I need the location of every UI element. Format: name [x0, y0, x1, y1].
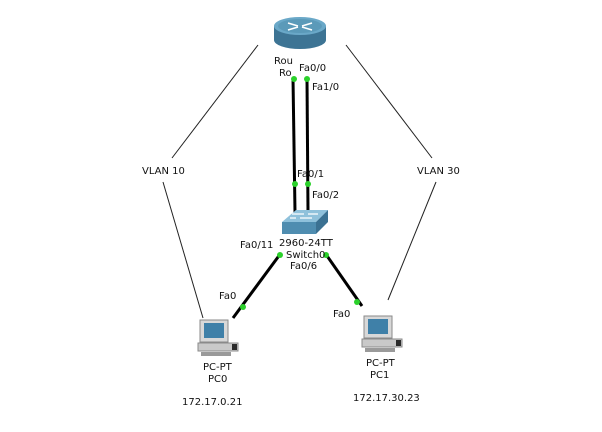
switch-icon[interactable] [282, 210, 328, 234]
router-icon[interactable] [274, 17, 326, 49]
link-fa0-0-to-fa0-1[interactable] [291, 77, 297, 213]
pc0-name-label: PC0 [208, 374, 227, 385]
switch-port-fa0-2-label: Fa0/2 [312, 190, 339, 201]
link-fa1-0-to-fa0-2[interactable] [305, 77, 310, 213]
router-port-fa1-0-label: Fa1/0 [312, 82, 339, 93]
router-switch-links [291, 77, 310, 213]
port-status-dot-switch-fa0-2 [305, 181, 311, 187]
vlan-10-label-bg [136, 160, 188, 180]
switch-port-fa0-11-label: Fa0/11 [240, 240, 273, 251]
port-status-dot-switch-fa0-1 [292, 181, 298, 187]
vlan-30-label: VLAN 30 [417, 166, 460, 177]
pc1-model-label: PC-PT [366, 358, 396, 369]
pc1-port-label: Fa0 [333, 309, 350, 320]
pc1-ip-address: 172.17.30.23 [353, 393, 420, 404]
pc0-ip-address: 172.17.0.21 [182, 397, 242, 408]
router-name-label: Ro [279, 68, 292, 79]
port-status-dot-pc0-fa0 [240, 304, 246, 310]
switch-model-label: 2960-24TT [279, 238, 334, 249]
vlan-30-line-to-pc1 [387, 181, 437, 301]
vlan-10-line-to-router [171, 44, 259, 159]
vlan-10-annotation [162, 44, 259, 319]
vlan-30-line-to-router [345, 44, 433, 159]
switch-port-fa0-1-label: Fa0/1 [297, 169, 324, 180]
pc1-computer-icon[interactable] [361, 315, 403, 352]
link-fa0-6-to-pc1-fa0[interactable] [323, 252, 364, 307]
pc0-port-label: Fa0 [219, 291, 236, 302]
router-model-label: Rou [274, 56, 293, 67]
vlan-30-label-bg [411, 160, 463, 180]
port-status-dot-switch-fa0-6 [323, 252, 329, 258]
port-status-dot-router-fa1-0 [304, 76, 310, 82]
router-port-fa0-0-label: Fa0/0 [299, 63, 326, 74]
pc1-name-label: PC1 [370, 370, 389, 381]
port-status-dot-router-fa0-0 [291, 76, 297, 82]
pc0-model-label: PC-PT [203, 362, 233, 373]
link-fa0-11-to-pc0-fa0[interactable] [231, 252, 283, 319]
switch-port-fa0-6-label: Fa0/6 [290, 261, 317, 272]
vlan-10-line-to-pc0 [162, 181, 204, 319]
port-status-dot-switch-fa0-11 [277, 252, 283, 258]
port-status-dot-pc1-fa0 [354, 299, 360, 305]
vlan-30-annotation [345, 44, 437, 301]
switch-name-label: Switch0 [286, 250, 325, 261]
pc0-computer-icon[interactable] [197, 319, 239, 356]
vlan-10-label: VLAN 10 [142, 166, 185, 177]
